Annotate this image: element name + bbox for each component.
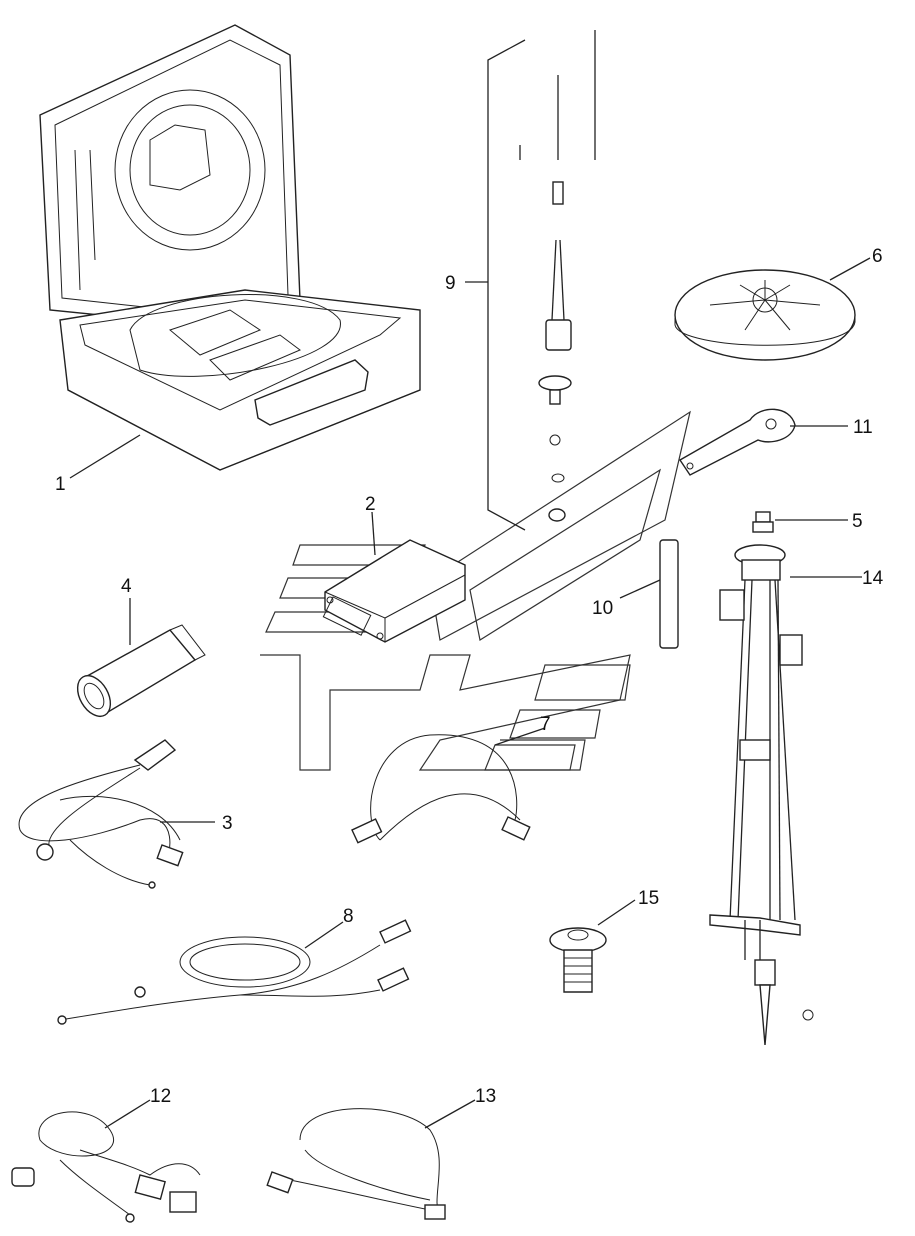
- callout-10: 10: [592, 598, 613, 619]
- watermark-logo: [260, 410, 691, 771]
- part-11-wrench: [679, 408, 796, 476]
- callout-6: 6: [872, 246, 883, 267]
- callout-12: 12: [150, 1086, 171, 1107]
- part-5-adapter: [752, 511, 774, 533]
- callout-3: 3: [222, 813, 233, 834]
- callout-15: 15: [638, 888, 659, 909]
- part-1-carrying-case: [39, 24, 421, 471]
- part-12-cable: [11, 1111, 201, 1223]
- part-15-screw-adapter: [549, 927, 607, 993]
- callout-7: 7: [540, 714, 551, 735]
- callout-9: 9: [445, 273, 456, 294]
- callout-5: 5: [852, 511, 863, 532]
- part-3-power-cable: [18, 739, 184, 889]
- part-4-battery: [76, 624, 206, 717]
- callout-13: 13: [475, 1086, 496, 1107]
- part-9-antenna-kit: [519, 30, 596, 522]
- callout-1: 1: [55, 474, 66, 495]
- part-2-receiver: [322, 539, 466, 643]
- part-7-antenna-cable: [351, 734, 531, 844]
- callout-2: 2: [365, 494, 376, 515]
- part-6-ground-plane: [674, 269, 856, 361]
- part-14-tripod: [709, 544, 814, 1046]
- part-10-pole: [659, 539, 679, 649]
- callout-4: 4: [121, 576, 132, 597]
- callout-11: 11: [853, 417, 873, 438]
- part-13-cable: [266, 1108, 446, 1220]
- callout-8: 8: [343, 906, 354, 927]
- callout-14: 14: [862, 568, 884, 589]
- part-8-data-cable: [57, 919, 412, 1025]
